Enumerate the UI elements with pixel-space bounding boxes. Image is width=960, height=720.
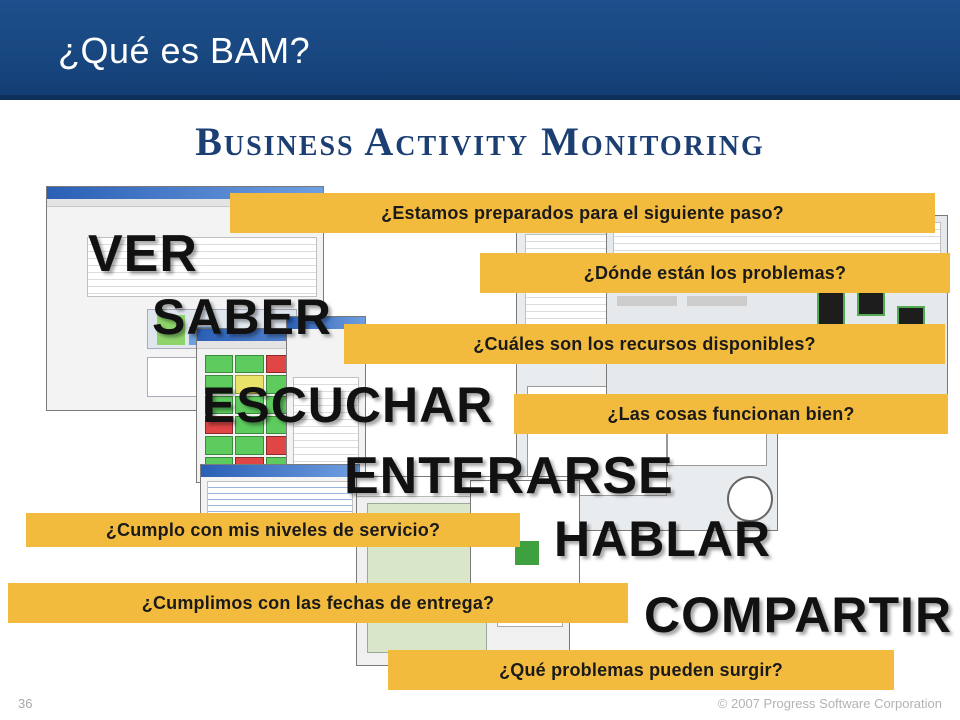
word-compartir: COMPARTIR <box>644 587 953 643</box>
word-ver: VER <box>88 225 198 283</box>
slide-subtitle: Business Activity Monitoring <box>195 119 765 164</box>
question-banner-resources: ¿Cuáles son los recursos disponibles? <box>344 324 945 364</box>
question-banner-future-problems: ¿Qué problemas pueden surgir? <box>388 650 894 690</box>
page-number: 36 <box>18 696 33 711</box>
question-banner-service-levels: ¿Cumplo con mis niveles de servicio? <box>26 513 520 547</box>
question-banner-next-step: ¿Estamos preparados para el siguiente pa… <box>230 193 935 233</box>
word-escuchar: ESCUCHAR <box>202 377 494 433</box>
question-banner-problems: ¿Dónde están los problemas? <box>480 253 950 293</box>
word-enterarse: ENTERARSE <box>344 447 674 505</box>
header-stripe <box>0 95 960 100</box>
copyright-text: © 2007 Progress Software Corporation <box>717 696 942 711</box>
word-saber: SABER <box>152 289 333 345</box>
question-banner-working: ¿Las cosas funcionan bien? <box>514 394 948 434</box>
slide-title: ¿Qué es BAM? <box>58 30 311 71</box>
header-band <box>0 0 960 100</box>
question-banner-delivery-dates: ¿Cumplimos con las fechas de entrega? <box>8 583 628 623</box>
monitor-screenshot <box>606 215 948 415</box>
word-hablar: HABLAR <box>554 511 772 567</box>
